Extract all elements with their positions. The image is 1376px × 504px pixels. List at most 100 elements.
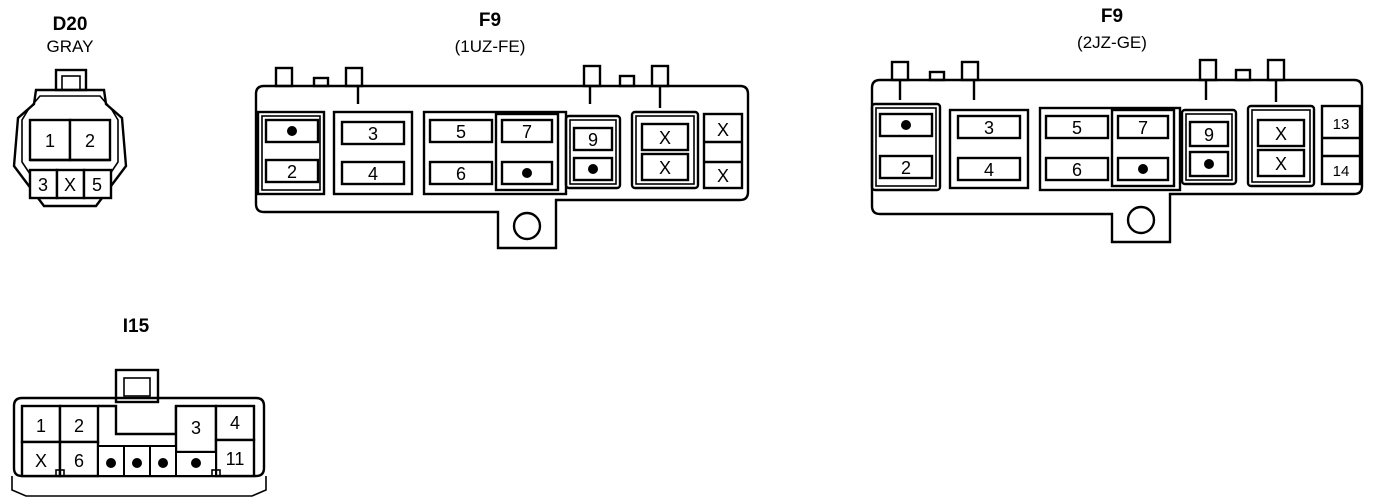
- f9a-title: F9: [479, 10, 501, 31]
- f9b-engine-label: (2JZ-GE): [1077, 33, 1147, 52]
- i15-blank-pin-dot: [191, 458, 201, 468]
- f9a-group: [332, 110, 414, 196]
- i15-title: I15: [123, 316, 150, 337]
- f9b-pin-label: 14: [1333, 163, 1350, 180]
- f9b-pin-label: 7: [1138, 118, 1148, 138]
- f9b-pin-cell: [1188, 120, 1230, 148]
- f9b-mount-hole: [1126, 205, 1156, 235]
- f9b-pin-cell: [1256, 148, 1306, 178]
- f9b-pin-cell: [1044, 156, 1110, 182]
- f9b-pin-cell: [956, 156, 1022, 182]
- d20-pin-label: 2: [85, 131, 95, 151]
- f9a-pin-cell: [428, 160, 494, 186]
- f9b-pin-label: 4: [984, 160, 994, 180]
- f9b-pin-cell: [956, 114, 1022, 140]
- f9b-pin-label: 5: [1072, 118, 1082, 138]
- f9a-pin-label: X: [717, 120, 729, 140]
- f9a-blank-pin-dot: [588, 164, 598, 174]
- f9a-blank-pin-dot: [287, 126, 297, 136]
- f9a-pin-cell: [340, 160, 406, 186]
- d20-pin-cell: [82, 168, 113, 200]
- connector-f9-1uz: F9 (1UZ-FE) 2 3 4 5 6 7: [254, 10, 750, 250]
- f9a-group-inner: [569, 119, 617, 185]
- f9b-pin-label: X: [1275, 124, 1287, 144]
- f9a-pin-cell: [428, 118, 494, 144]
- f9b-body: [870, 78, 1364, 244]
- f9b-group-inner: [1251, 109, 1311, 183]
- f9b-tab: [960, 60, 980, 82]
- f9a-pin-label: X: [659, 158, 671, 178]
- d20-pin-label: X: [64, 175, 76, 195]
- f9a-group: [630, 110, 700, 190]
- f9b-group-inner: [1185, 113, 1233, 181]
- f9a-group-inner: [261, 115, 321, 191]
- i15-pin-label: X: [35, 451, 47, 471]
- f9a-tab: [650, 64, 670, 88]
- f9a-pin-cell: [264, 158, 320, 184]
- f9b-group: [1320, 104, 1362, 186]
- i15-blank-pin-dot: [106, 458, 116, 468]
- connector-f9-2jz: F9 (2JZ-GE) 2 3 4 5 6 7: [870, 6, 1364, 244]
- f9a-blank-pin-dot: [522, 168, 532, 178]
- f9b-group: [1180, 108, 1238, 186]
- f9a-pin-label: 4: [368, 164, 378, 184]
- i15-latch: [114, 368, 160, 404]
- f9a-pin-label: X: [659, 128, 671, 148]
- d20-title: D20: [53, 14, 88, 35]
- d20-pin-cell: [28, 168, 59, 200]
- f9a-engine-label: (1UZ-FE): [455, 37, 526, 56]
- i15-center-key: [98, 404, 178, 436]
- f9b-pin-cell: [1116, 114, 1170, 140]
- f9a-group: [564, 114, 622, 190]
- f9a-mount-hole: [512, 211, 542, 241]
- f9b-blank-pin-dot: [1138, 164, 1148, 174]
- d20-latch: [54, 68, 88, 92]
- f9a-tab: [274, 66, 294, 88]
- f9a-pin-cell: [640, 122, 690, 152]
- f9a-pin-cell: [572, 126, 614, 152]
- f9a-pin-cell: [340, 120, 406, 146]
- f9b-pin-cell: [1044, 114, 1110, 140]
- f9b-pin-label: 13: [1333, 116, 1350, 133]
- f9a-sub-group: [494, 112, 560, 192]
- f9a-tab: [618, 74, 636, 88]
- f9b-tab: [1198, 58, 1218, 82]
- i15-skirt: [11, 476, 267, 497]
- i15-pin-label: 1: [36, 416, 46, 436]
- f9a-tab: [582, 64, 602, 88]
- f9b-title: F9: [1101, 6, 1123, 27]
- f9a-tab: [344, 66, 364, 88]
- i15-notch: [55, 469, 65, 477]
- f9b-sub-group: [1110, 108, 1176, 188]
- i15-pin-label: 6: [74, 451, 84, 471]
- d20-pin-label: 5: [92, 175, 102, 195]
- i15-blank-pin-dot: [158, 458, 168, 468]
- d20-pin-label: 3: [38, 175, 48, 195]
- f9b-group: [948, 108, 1030, 190]
- f9b-pin-label: 9: [1204, 125, 1214, 145]
- f9b-blank-pin-dot: [901, 120, 911, 130]
- i15-latch-inner: [123, 377, 151, 397]
- f9a-pin-label: 6: [456, 164, 466, 184]
- i15-pin-label: 3: [191, 418, 201, 438]
- f9b-group: [1038, 106, 1182, 192]
- f9b-blank-pin-dot: [1204, 159, 1214, 169]
- i15-pin-label: 4: [230, 413, 240, 433]
- f9b-pin-label: 3: [984, 118, 994, 138]
- connector-i15: I15 1 2 X 6 3 4 11: [11, 316, 267, 497]
- f9b-pin-label: 2: [901, 158, 911, 178]
- f9a-pin-label: 2: [287, 162, 297, 182]
- f9b-pin-cell: [878, 154, 934, 180]
- i15-notch: [211, 469, 221, 477]
- connector-d20: D20 GRAY 1 2 3 X 5: [12, 14, 128, 208]
- f9b-tab: [890, 60, 910, 82]
- f9a-pin-label: 9: [588, 130, 598, 150]
- f9a-group: [702, 112, 744, 190]
- i15-pin-label: 2: [74, 416, 84, 436]
- i15-pin-cell: [58, 404, 100, 444]
- d20-color-label: GRAY: [47, 37, 94, 56]
- i15-body: [12, 396, 266, 478]
- f9a-group: [256, 110, 326, 196]
- i15-pin-cell: [214, 438, 256, 478]
